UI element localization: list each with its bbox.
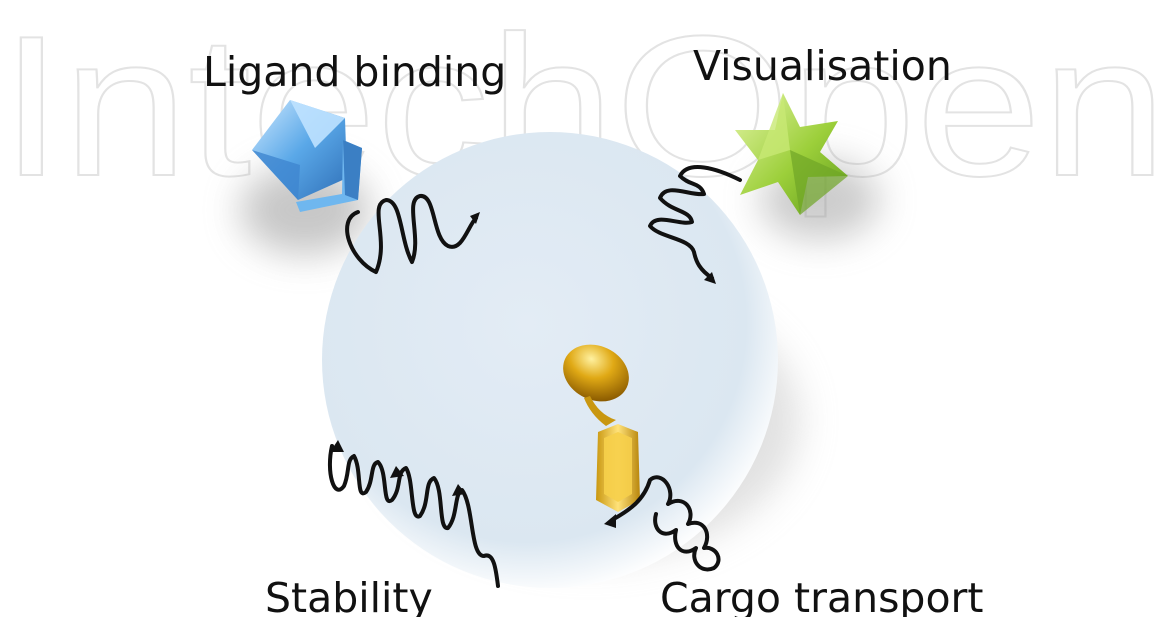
label-cargo-transport: Cargo transport [660,574,983,617]
gold-cargo-drop-icon [563,344,629,426]
green-star-icon [735,93,848,215]
nanoparticle-sphere [322,132,778,588]
linker-visualisation [648,165,742,284]
linker-ligand [345,194,480,274]
label-ligand-binding: Ligand binding [203,48,506,96]
gold-gem-anchor-icon [596,424,640,512]
label-stability: Stability [265,574,433,617]
linker-cargo [604,475,721,572]
label-visualisation: Visualisation [693,42,952,90]
blue-pentagon-ligand-icon [252,100,362,212]
linker-stability [327,440,500,588]
